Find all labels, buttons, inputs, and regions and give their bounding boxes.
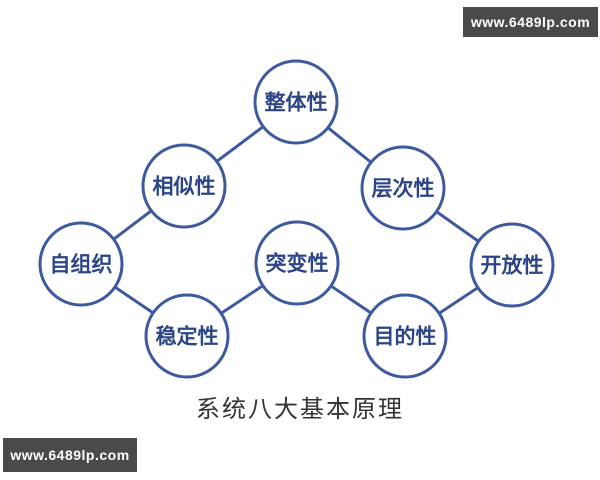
diagram-title: 系统八大基本原理: [196, 396, 404, 423]
node-circle-stability: [144, 293, 230, 379]
node-circle-hierarchy: [360, 145, 446, 231]
node-circle-purposiveness: [362, 293, 448, 379]
node-self-organization: 自组织: [38, 221, 124, 307]
node-label-hierarchy: 层次性: [372, 177, 435, 201]
node-wholeness: 整体性: [253, 59, 339, 145]
node-similarity: 相似性: [141, 143, 227, 229]
node-purposiveness: 目的性: [362, 293, 448, 379]
node-circle-similarity: [141, 143, 227, 229]
node-circle-mutability: [254, 220, 340, 306]
node-label-openness: 开放性: [481, 254, 544, 278]
node-circle-wholeness: [253, 59, 339, 145]
node-label-self-organization: 自组织: [50, 253, 113, 277]
watermark-top-right: www.6489lp.com: [463, 7, 598, 37]
node-label-stability: 稳定性: [156, 325, 219, 349]
node-mutability: 突变性: [254, 220, 340, 306]
node-circle-self-organization: [38, 221, 124, 307]
node-stability: 稳定性: [144, 293, 230, 379]
node-openness: 开放性: [469, 222, 555, 308]
node-circle-openness: [469, 222, 555, 308]
node-label-purposiveness: 目的性: [374, 325, 437, 349]
node-label-similarity: 相似性: [153, 175, 216, 199]
node-label-wholeness: 整体性: [265, 91, 328, 115]
node-label-mutability: 突变性: [266, 252, 329, 276]
node-hierarchy: 层次性: [360, 145, 446, 231]
watermark-bottom-left: www.6489lp.com: [3, 438, 137, 472]
